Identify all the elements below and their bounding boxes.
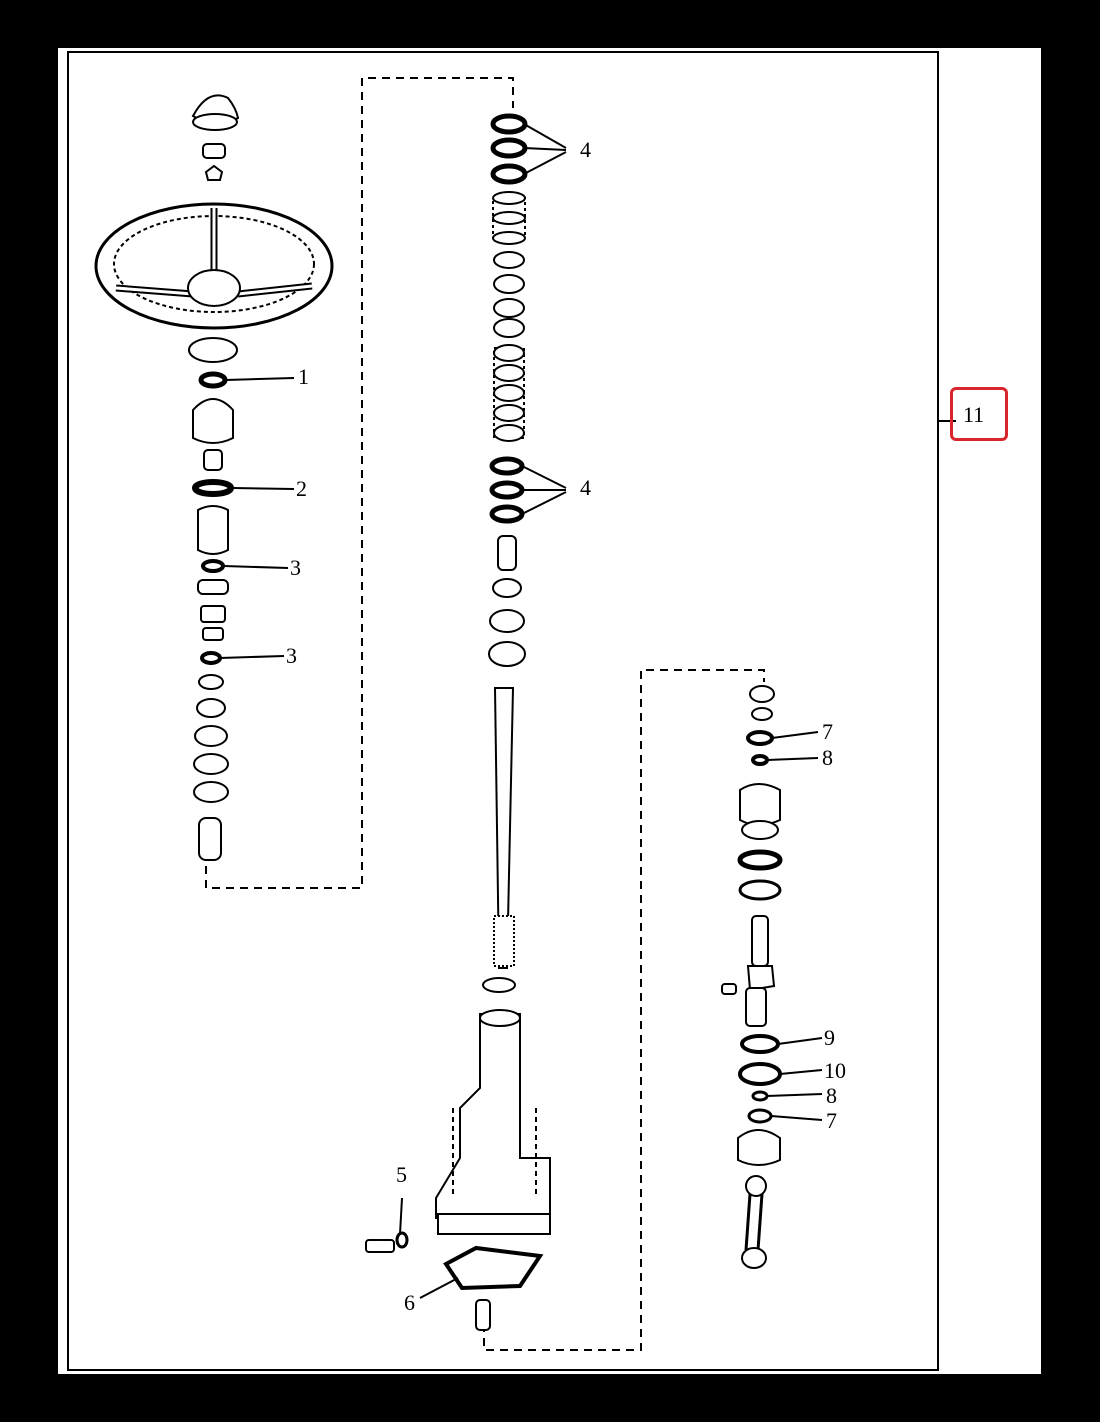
label-2: 2: [296, 476, 307, 501]
label-1: 1: [298, 364, 309, 389]
part-3-washer-icon: [201, 559, 225, 573]
part-6-gasket-icon: [443, 1245, 544, 1291]
diagram-frame: [67, 51, 939, 1371]
steering-valve-assembly: [721, 685, 783, 1269]
label-8a: 8: [822, 745, 833, 770]
label-4a: 4: [580, 137, 591, 162]
label-3b: 3: [286, 643, 297, 668]
part-5-plug-icon: [395, 1231, 409, 1249]
label-9: 9: [824, 1025, 835, 1050]
label-3a: 3: [290, 555, 301, 580]
dashed-connector-right: [483, 669, 765, 1351]
part-2-oring-icon: [192, 479, 234, 497]
label-8b: 8: [826, 1083, 837, 1108]
highlight-box-11: [950, 387, 1008, 441]
part-number-labels: 1 2 3 3 4 4 5 6 7 8 9 10 8 7: [286, 137, 846, 1315]
label-7b: 7: [826, 1108, 837, 1133]
leader-lines: [219, 123, 956, 1299]
part-9-oring-icon: [740, 1034, 780, 1054]
part-7-washer-icon: [746, 730, 774, 746]
part-1-bearing-icon: [198, 371, 228, 389]
column-housing-icon: [435, 1013, 551, 1219]
label-5: 5: [396, 1162, 407, 1187]
label-7a: 7: [822, 719, 833, 744]
steering-column-exploded-diagram: 1 2 3 3 4 4 5 6 7 8 9 10 8 7: [67, 51, 956, 1371]
label-11: 11: [963, 402, 985, 427]
label-10: 10: [824, 1058, 846, 1083]
part-3b-washer-icon: [200, 651, 222, 665]
label-4b: 4: [580, 475, 591, 500]
dashed-connector-left: [205, 77, 514, 889]
diagram-page: 1 2 3 3 4 4 5 6 7 8 9 10 8 7 11: [58, 48, 1041, 1374]
steering-wheel-assembly: [94, 94, 334, 861]
label-6: 6: [404, 1290, 415, 1315]
column-shaft-assembly: [365, 113, 551, 1331]
part-8-oring-icon: [751, 754, 769, 766]
part-10-seal-icon: [738, 1062, 782, 1086]
